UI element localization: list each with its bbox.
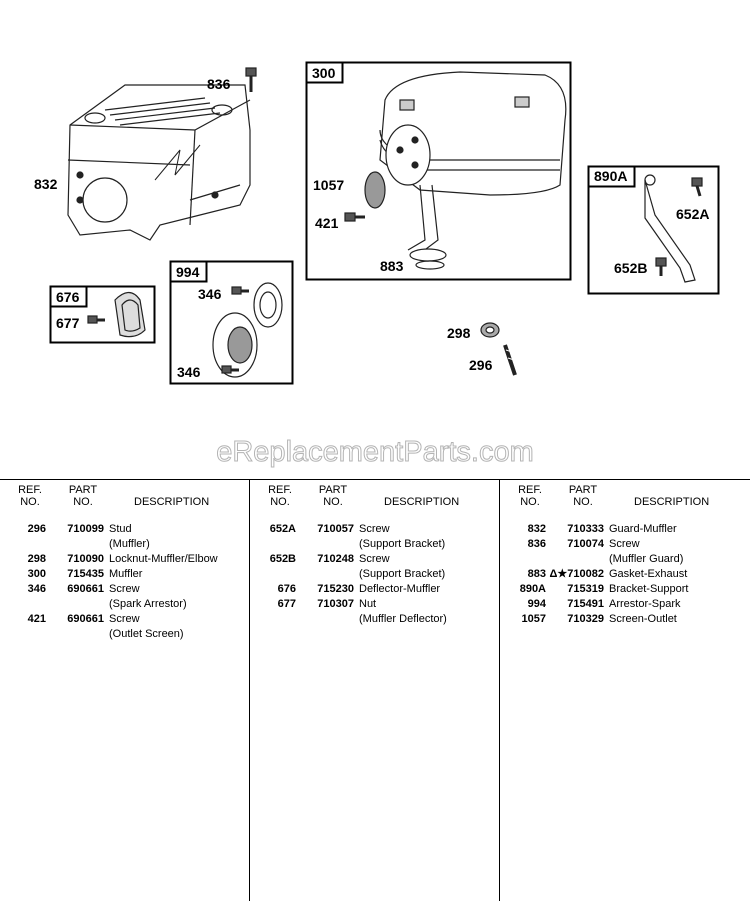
header-ref: REF.NO. (18, 484, 42, 508)
header-description: DESCRIPTION (384, 496, 460, 508)
box-994 (169, 260, 294, 385)
table-row: (Spark Arrestor) (109, 598, 187, 610)
box-300 (305, 61, 572, 281)
table-row: (Outlet Screen) (109, 628, 184, 640)
callout-994: 994 (176, 264, 200, 280)
box-676 (49, 285, 156, 344)
callout-652B: 652B (614, 260, 648, 276)
table-row: (Muffler Deflector) (359, 613, 447, 625)
header-ref: REF.NO. (268, 484, 292, 508)
callout-677: 677 (56, 315, 80, 331)
header-description: DESCRIPTION (134, 496, 210, 508)
header-description: DESCRIPTION (634, 496, 710, 508)
header-ref: REF.NO. (518, 484, 542, 508)
callout-883: 883 (380, 258, 404, 274)
callout-346-top: 346 (198, 286, 222, 302)
table-row: (Support Bracket) (359, 538, 446, 550)
table-row: (Muffler) (109, 538, 150, 550)
watermark-text: eReplacementParts.com (216, 436, 535, 469)
locknut-stud-drawing (480, 322, 517, 376)
column-divider (499, 480, 500, 901)
callout-298: 298 (447, 325, 471, 341)
screw-836-drawing (245, 67, 257, 92)
callout-300: 300 (312, 65, 336, 81)
deflector-drawing (87, 291, 146, 338)
column-divider (249, 480, 250, 901)
table-row: (Support Bracket) (359, 568, 446, 580)
callout-421: 421 (315, 215, 339, 231)
spark-arrestor-drawing (212, 282, 283, 378)
parts-diagram: 836 832 300 1057 421 883 890A 652A 652B … (34, 61, 720, 469)
support-bracket-drawing (644, 174, 703, 283)
callout-676: 676 (56, 289, 80, 305)
callout-652A: 652A (676, 206, 710, 222)
callout-1057: 1057 (313, 177, 345, 193)
callout-832: 832 (34, 176, 58, 192)
muffler-guard-drawing (67, 84, 251, 241)
muffler-drawing (344, 71, 567, 270)
callout-890A: 890A (594, 168, 628, 184)
callout-346-bottom: 346 (177, 364, 201, 380)
callout-836: 836 (207, 76, 231, 92)
callout-296: 296 (469, 357, 493, 373)
box-890A (587, 165, 720, 295)
table-row: (Muffler Guard) (609, 553, 684, 565)
exploded-view-drawing (49, 61, 720, 385)
